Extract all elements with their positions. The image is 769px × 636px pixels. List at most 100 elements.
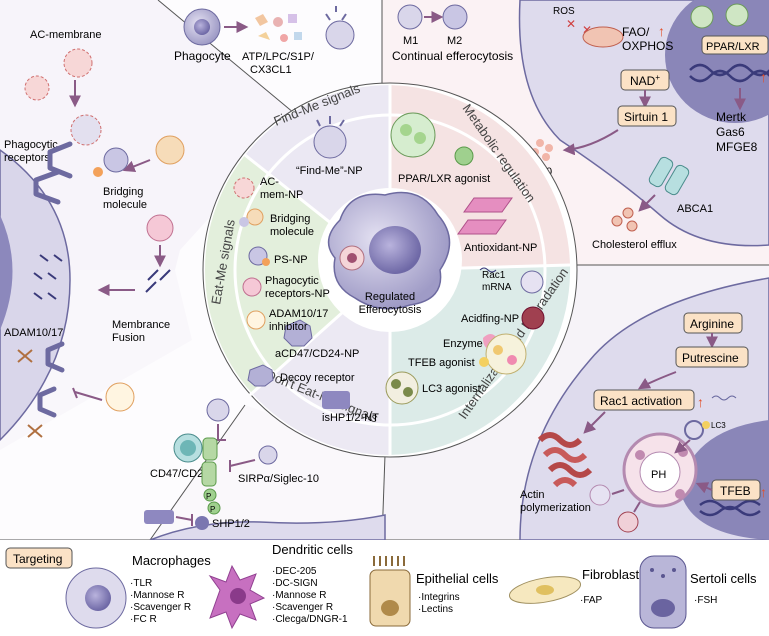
receptor-icon xyxy=(33,169,61,205)
antioxidant-np-icon xyxy=(463,197,513,213)
bridging-molecule-icon xyxy=(155,135,185,165)
ac-mem-np-label: AC-mem-NP xyxy=(260,176,303,201)
np-icon xyxy=(589,484,611,506)
fao-label: FAO/OXPHOS xyxy=(622,25,673,53)
p-label-1: P xyxy=(206,492,211,501)
ppar-lxr-label: PPAR/LXR xyxy=(706,41,760,53)
cholesterol-efflux-label: Cholesterol efflux xyxy=(592,239,677,251)
receptor-icon xyxy=(37,386,57,418)
nucleus-icon xyxy=(665,0,769,123)
decoy-receptor-icon xyxy=(247,364,274,387)
nad-label: NAD+ xyxy=(630,73,660,88)
decoy-np-icon xyxy=(258,445,278,465)
cd47-label: CD47/CD24 xyxy=(150,468,209,480)
receptor-icon xyxy=(45,341,65,373)
phagocyte-label: Phagocyte xyxy=(174,49,231,63)
targeting-box xyxy=(5,547,73,569)
ppar-agonist-label: PPAR/LXR agonist xyxy=(398,173,490,185)
ros-x-icon: ✕ xyxy=(582,23,592,37)
ros-label: ROS xyxy=(553,6,575,17)
receptor-np-icon xyxy=(146,214,174,242)
ac-membrane-vesicle-icon xyxy=(24,75,50,101)
abca1-label: ABCA1 xyxy=(677,203,713,215)
scissors-icon xyxy=(27,424,43,438)
np-icon xyxy=(617,511,639,533)
rac1-activation-label: Rac1 activation xyxy=(600,394,682,408)
abca1-transporter-icon xyxy=(648,156,674,188)
arginine-label: Arginine xyxy=(690,317,734,331)
actin-filament-icon xyxy=(537,432,593,488)
m1-label: M1 xyxy=(403,35,418,47)
ppar-agonist-icon xyxy=(390,112,436,158)
sertoli-cell-icon xyxy=(639,555,687,629)
phospho-icon xyxy=(203,488,217,502)
shp-label: SHP1/2 xyxy=(212,518,250,530)
m2-label: M2 xyxy=(447,35,462,47)
ppar-lxr-box xyxy=(701,35,769,55)
cholesterol-droplets-icon xyxy=(611,207,638,232)
putrescine-label: Putrescine xyxy=(682,351,739,365)
adam-inhibitor-icon xyxy=(246,310,266,330)
inhibitor-np-icon xyxy=(144,510,174,524)
putrescine-box xyxy=(675,346,749,368)
sirp-receptor-icon xyxy=(201,461,217,487)
ac-membrane-label: AC-membrane xyxy=(30,29,102,41)
find-me-molecules-label: ATP/LPC/S1P/CX3CL1 xyxy=(242,51,315,76)
cd47-receptor-icon xyxy=(173,433,218,463)
shp-icon xyxy=(195,516,209,530)
metabolic-mechanism-panel: M1 M2 Continual efferocytosis PPAR/LXR ↑… xyxy=(392,0,769,251)
adam-label: ADAM10/17 xyxy=(4,327,63,339)
tfeb-agonist-np-icon xyxy=(485,333,527,375)
mitochondrion-icon xyxy=(582,26,624,48)
ring-items: “Find-Me”-NP PPAR/LXR agonist Antioxidan… xyxy=(233,112,545,424)
acidfing-label: Acidfing-NP xyxy=(461,313,519,325)
epithelial-list: ·Integrins·Lectins xyxy=(418,592,460,615)
tfeb-label: TFEB xyxy=(720,484,751,498)
scissors-icon xyxy=(17,349,33,363)
bridging-molecule-icon xyxy=(103,147,129,173)
internalization-mechanism-panel: Arginine Putrescine Rac1 activation ↑ LC… xyxy=(519,277,769,541)
lc3-agonist-label: LC3 agonist xyxy=(422,383,481,395)
mrna-icon xyxy=(711,395,737,401)
rac1-np-icon xyxy=(520,270,544,294)
find-me-np-label: “Find-Me”-NP xyxy=(296,165,363,177)
sertoli-label: Sertoli cells xyxy=(690,571,757,586)
ac-membrane-vesicle-icon xyxy=(63,48,93,78)
m2-macrophage-icon xyxy=(442,4,468,30)
fibroblast-label: Fibroblast xyxy=(582,567,639,582)
targeting-row: Targeting Macrophages ·TLR·Mannose R·Sca… xyxy=(0,540,769,636)
decoy-label: Decoy receptor xyxy=(280,372,355,384)
up-arrow-icon: ↑ xyxy=(760,69,767,85)
bridging-ligand-icon xyxy=(93,167,103,177)
sirtuin-box xyxy=(617,105,677,127)
ppar-agonist-icon-small xyxy=(454,146,474,166)
acd47-label: aCD47/CD24-NP xyxy=(275,348,359,360)
find-me-mechanism-panel: Phagocyte ATP/LPC/S1P/CX3CL1 xyxy=(174,6,355,76)
p-label-2: P xyxy=(210,505,215,514)
macrophages-label: Macrophages xyxy=(132,553,211,568)
enzyme-label: Enzyme xyxy=(443,338,483,350)
macro-list: ·TLR·Mannose R·Scavenger R·FC R xyxy=(130,578,191,625)
find-me-molecules-icon xyxy=(255,14,302,42)
lc3-agonist-np-icon xyxy=(385,371,419,405)
dendritic-list: ·DEC-205·DC-SIGN·Mannose R·Scavenger R·C… xyxy=(272,566,348,625)
adam-inhibitor-np-icon xyxy=(105,382,135,412)
fibroblast-list: ·FAP xyxy=(580,595,603,606)
acd47-np-icon xyxy=(283,319,313,347)
ishp-label: isHP1/2-NT xyxy=(322,412,379,424)
m1-macrophage-icon xyxy=(397,4,423,30)
phospho-icon xyxy=(207,501,221,515)
fao-up-arrow-icon: ↑ xyxy=(658,23,665,39)
